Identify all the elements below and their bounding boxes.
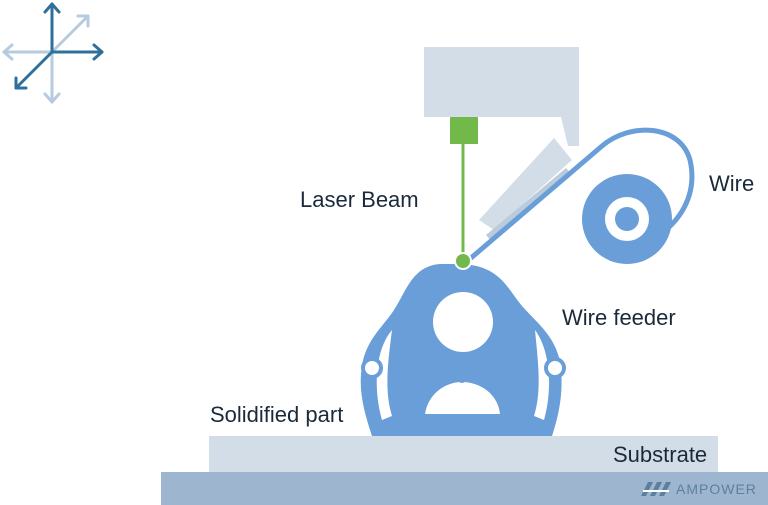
ampower-logo-icon: [641, 482, 671, 496]
wire-spool-icon: [468, 127, 695, 264]
ampower-logo-text: AMPOWER: [676, 481, 757, 497]
melt-pool: [454, 252, 472, 270]
laser-head: [424, 47, 579, 146]
solidified-part-label: Solidified part: [210, 402, 344, 427]
substrate-label: Substrate: [613, 442, 708, 467]
laser-emitter: [450, 117, 478, 144]
wire-feeder-nozzle: [479, 138, 572, 242]
substrate: [209, 436, 718, 472]
solidified-part: [360, 264, 566, 436]
laser-beam-label: Laser Beam: [300, 187, 419, 212]
axes-icon: [2, 2, 104, 104]
wire-feeder-label: Wire feeder: [562, 305, 676, 330]
wire-label: Wire: [709, 171, 755, 196]
ampower-logo: AMPOWER: [641, 481, 757, 497]
